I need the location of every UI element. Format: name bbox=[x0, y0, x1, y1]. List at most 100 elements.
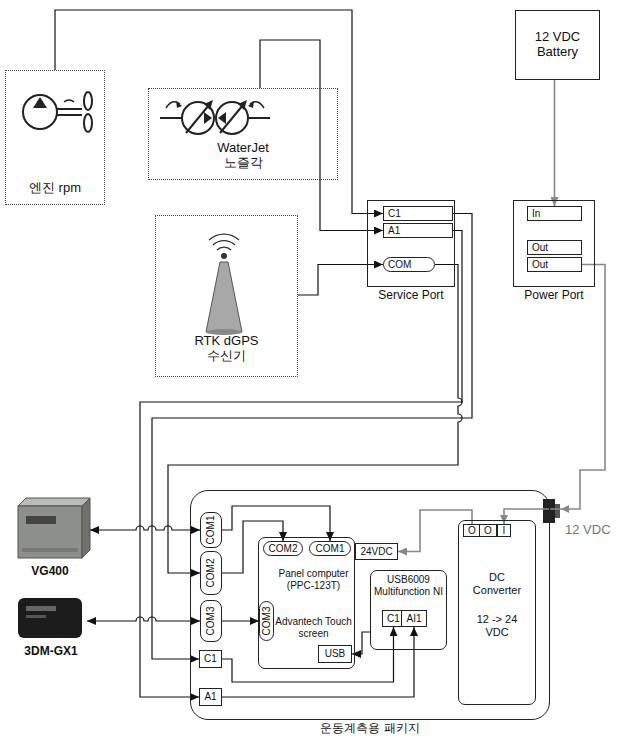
illustration-part bbox=[176, 101, 182, 108]
signal-wire bbox=[222, 506, 330, 541]
signal-wire bbox=[87, 617, 200, 621]
sensor-box: 엔진 rpm bbox=[5, 70, 105, 205]
illustration-part bbox=[160, 117, 182, 119]
gps-antenna-icon bbox=[206, 234, 242, 335]
sensor-box: RTK dGPS 수신기 bbox=[155, 215, 298, 377]
power-connector bbox=[543, 499, 569, 523]
port-panel: Power PortInOutOut bbox=[513, 200, 595, 287]
port-terminal: In bbox=[527, 206, 582, 221]
node-label: USB6009 Multifunction NI bbox=[373, 574, 444, 597]
voltage-label: 12 VDC bbox=[565, 523, 611, 538]
waterjet-pump-symbol bbox=[160, 100, 270, 134]
illustration-part bbox=[248, 101, 254, 108]
illustration-part bbox=[204, 100, 213, 110]
port-terminal: C1 bbox=[383, 206, 453, 221]
power-wire bbox=[398, 510, 472, 552]
power-input-box: 24VDC bbox=[355, 543, 398, 560]
package-enclosure: 운동계측용 패키지COM1COM2COM3C1A1Panel computer … bbox=[190, 490, 550, 720]
node-label: USB bbox=[325, 648, 346, 660]
illustration-part bbox=[57, 108, 82, 110]
illustration-part bbox=[186, 105, 209, 133]
illustration-part bbox=[23, 95, 57, 129]
node-label: WaterJet 노즐각 bbox=[210, 141, 276, 171]
node-label: Power Port bbox=[494, 289, 614, 303]
illustration-part bbox=[543, 499, 555, 523]
power-wire bbox=[554, 80, 556, 206]
signal-wire bbox=[152, 214, 472, 660]
illustration-part bbox=[18, 498, 90, 506]
node-label: I bbox=[503, 525, 506, 537]
node-label: Service Port bbox=[348, 289, 474, 303]
3dm-gx1-device-image bbox=[18, 598, 82, 638]
node-label: Advantech Touch screen bbox=[275, 616, 352, 639]
node-label: 3DM-GX1 bbox=[0, 645, 107, 659]
illustration-part bbox=[213, 241, 235, 245]
daq-box: USB6009 Multifunction NI C1 AI1 bbox=[370, 570, 447, 650]
power-wire bbox=[504, 265, 605, 525]
connector-port: A1 bbox=[199, 688, 222, 706]
converter-terminal: O bbox=[479, 524, 497, 537]
signal-wire bbox=[222, 620, 259, 621]
converter-box: DC Converter12 -> 24 VDCOOI bbox=[458, 520, 536, 705]
node-label: Out bbox=[532, 259, 548, 271]
illustration-part bbox=[82, 498, 90, 558]
illustration-part bbox=[84, 92, 92, 110]
signal-wire bbox=[168, 265, 462, 574]
node-label: C1 bbox=[204, 653, 217, 665]
connector-port: COM2 bbox=[200, 551, 222, 595]
illustration-part bbox=[33, 97, 47, 108]
node-label: 운동계측용 패키지 bbox=[171, 722, 569, 736]
illustration-part bbox=[217, 247, 231, 250]
signal-wire bbox=[260, 40, 383, 231]
node-label: AI1 bbox=[406, 613, 421, 625]
daq-channel: AI1 bbox=[401, 610, 427, 627]
illustration-part bbox=[26, 615, 46, 618]
illustration-part bbox=[84, 114, 92, 132]
connector-port: COM1 bbox=[200, 512, 222, 548]
connector-port: C1 bbox=[199, 650, 222, 668]
signal-wire bbox=[298, 265, 383, 296]
illustration-part bbox=[218, 112, 226, 124]
illustration-part bbox=[248, 117, 270, 119]
port-terminal: A1 bbox=[383, 223, 453, 238]
node-label: Panel computer (PPC-123T) bbox=[275, 568, 352, 591]
computer-port: COM2 bbox=[263, 541, 303, 556]
illustration-part bbox=[57, 114, 82, 116]
node-label: COM3 bbox=[205, 607, 217, 636]
node-label: COM2 bbox=[205, 559, 217, 588]
port-panel: Service PortC1A1COM bbox=[367, 200, 455, 287]
illustration-part bbox=[238, 100, 247, 110]
node-label: In bbox=[532, 208, 540, 220]
node-label: O bbox=[484, 525, 492, 537]
node-label: C1 bbox=[388, 208, 401, 220]
node-label: 12 VDC Battery bbox=[526, 30, 590, 60]
signal-wire bbox=[90, 526, 200, 530]
port-terminal: COM bbox=[383, 257, 435, 272]
node-label: RTK dGPS 수신기 bbox=[191, 334, 263, 364]
illustration-part bbox=[204, 112, 212, 124]
vg400-device-image bbox=[18, 498, 90, 558]
computer-port: USB bbox=[318, 645, 352, 663]
node-label: 12 -> 24 VDC bbox=[469, 613, 525, 638]
node-label: C1 bbox=[387, 613, 400, 625]
sensor-device: 3DM-GX1 bbox=[15, 592, 87, 642]
connector-port: COM3 bbox=[200, 600, 222, 642]
node-label: 24VDC bbox=[360, 546, 392, 558]
node-label: 엔진 rpm bbox=[6, 181, 104, 196]
illustration-part bbox=[221, 253, 227, 259]
node-label: COM1 bbox=[205, 516, 217, 545]
engine-rpm-symbol bbox=[23, 92, 92, 132]
illustration-part bbox=[209, 234, 239, 240]
node-label: COM2 bbox=[269, 543, 298, 555]
computer-box: Panel computer (PPC-123T) Advantech Touch… bbox=[258, 537, 355, 669]
node-label: A1 bbox=[388, 225, 400, 237]
illustration-part bbox=[18, 598, 82, 638]
computer-port: COM3 bbox=[259, 601, 274, 641]
node-label: O bbox=[468, 525, 476, 537]
illustration-part bbox=[26, 516, 56, 524]
node-label: Out bbox=[532, 242, 548, 254]
node-label: VG400 bbox=[0, 565, 110, 579]
node-label: A1 bbox=[204, 691, 216, 703]
sensor-box: WaterJet 노즐각 bbox=[148, 88, 338, 180]
illustration-part bbox=[220, 105, 243, 133]
